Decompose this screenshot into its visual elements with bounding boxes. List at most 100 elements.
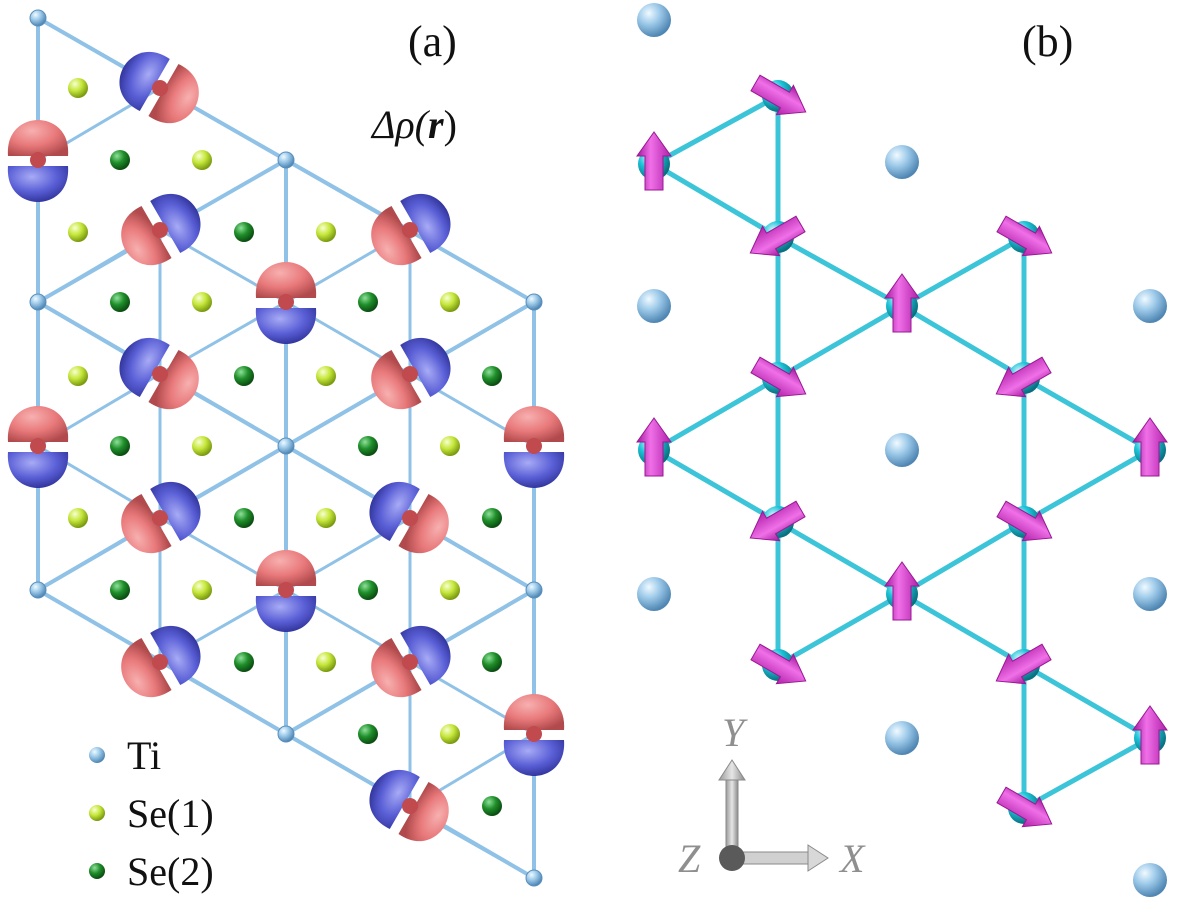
selenium-atoms (68, 78, 502, 816)
ti-atom (277, 151, 295, 169)
spin-arrow-shape (987, 349, 1056, 410)
se2-atom (358, 580, 378, 600)
spin-arrow-shape (992, 493, 1061, 554)
x-axis-arrow (731, 844, 829, 872)
lobe-center-atom (152, 654, 168, 670)
se2-atom (482, 652, 502, 672)
lobe-pair (369, 481, 449, 554)
title-var: r (428, 102, 444, 147)
lobe-pair (255, 550, 317, 632)
negative-lobe (255, 596, 317, 632)
negative-lobe (503, 452, 565, 488)
lobe-center-atom (278, 582, 294, 598)
se1-atom (192, 580, 212, 600)
spin-arrow (746, 67, 815, 128)
spin-arrow (987, 636, 1056, 697)
title-close: ) (444, 102, 457, 147)
kagome-bonds (651, 93, 1153, 811)
se2-atom (234, 508, 254, 528)
lobe-pair (255, 262, 317, 344)
background-ti-atom (637, 577, 671, 611)
positive-lobe (398, 494, 449, 554)
lobe-center-atom (152, 510, 168, 526)
kagome-bond (899, 519, 1027, 597)
charge-density-lobes (7, 51, 565, 842)
positive-lobe (371, 350, 422, 410)
kagome-bond (1021, 662, 1153, 741)
lobe-center-atom (152, 222, 168, 238)
positive-lobe (121, 206, 172, 266)
positive-lobe (371, 206, 422, 266)
se2-atom (482, 796, 502, 816)
kagome-bond (899, 591, 1027, 668)
spin-arrow-shape (746, 67, 815, 128)
kagome-bond (899, 303, 1027, 381)
lobe-pair (7, 120, 69, 202)
kagome-bond (651, 375, 781, 453)
lobe-pair (371, 625, 451, 698)
charge-density-title: Δρ(r) (370, 102, 457, 147)
ti-atom (525, 293, 543, 311)
positive-lobe (398, 782, 449, 842)
se2-atom (234, 652, 254, 672)
lobe-center-atom (402, 510, 418, 526)
se1-atom (440, 292, 460, 312)
spin-arrow-shape (992, 779, 1061, 840)
se2-atom (482, 366, 502, 386)
positive-lobe (148, 64, 199, 124)
background-ti-atom (885, 145, 919, 179)
se1-atom (192, 436, 212, 456)
lobe-pair (121, 481, 201, 554)
background-ti-atoms (637, 3, 1167, 897)
panel-b: (b) Y Z X (636, 3, 1168, 897)
se1-atom (316, 508, 336, 528)
lobe-center-atom (402, 798, 418, 814)
lobe-pair (503, 406, 565, 488)
axis-label-x: X (838, 836, 866, 881)
se2-atom (234, 366, 254, 386)
panel-a: (a) Δρ(r) Ti Se(1) Se(2) (7, 9, 565, 894)
z-axis-dot (719, 845, 745, 871)
ti-atom (277, 437, 295, 455)
lobe-center-atom (152, 366, 168, 382)
y-axis-arrow (718, 759, 746, 859)
negative-lobe (119, 337, 170, 397)
negative-lobe (400, 337, 451, 397)
panel-b-label: (b) (1022, 17, 1073, 66)
kagome-bond (651, 447, 781, 525)
kagome-bond (899, 234, 1027, 309)
se2-legend-marker (89, 863, 105, 879)
positive-lobe (503, 694, 565, 730)
kagome-bond (651, 93, 781, 167)
spin-arrow (992, 208, 1061, 269)
positive-lobe (255, 550, 317, 586)
se1-atom (68, 366, 88, 386)
se2-atom (358, 436, 378, 456)
spin-arrow-shape (746, 349, 815, 410)
lobe-pair (371, 193, 451, 266)
legend-label-se1: Se(1) (127, 791, 214, 836)
spin-arrow (992, 779, 1061, 840)
negative-lobe (255, 308, 317, 344)
se2-atom (110, 150, 130, 170)
se2-atom (110, 436, 130, 456)
spin-arrow-shape (992, 208, 1061, 269)
kagome-bond (1021, 375, 1153, 453)
ti-atoms-a (29, 9, 543, 887)
lobe-pair (121, 193, 201, 266)
kagome-bond (775, 519, 905, 597)
se1-atom (68, 508, 88, 528)
kagome-bond (775, 591, 905, 668)
se1-atom (68, 222, 88, 242)
negative-lobe (369, 769, 420, 829)
background-ti-atom (1133, 289, 1167, 323)
spin-arrow-shape (746, 636, 815, 697)
se2-atom (358, 292, 378, 312)
negative-lobe (369, 481, 420, 541)
background-ti-atom (637, 289, 671, 323)
ti-atom (525, 869, 543, 887)
legend: Ti Se(1) Se(2) (89, 733, 214, 894)
background-ti-atom (1133, 577, 1167, 611)
kagome-bond (775, 234, 905, 309)
se1-atom (440, 580, 460, 600)
